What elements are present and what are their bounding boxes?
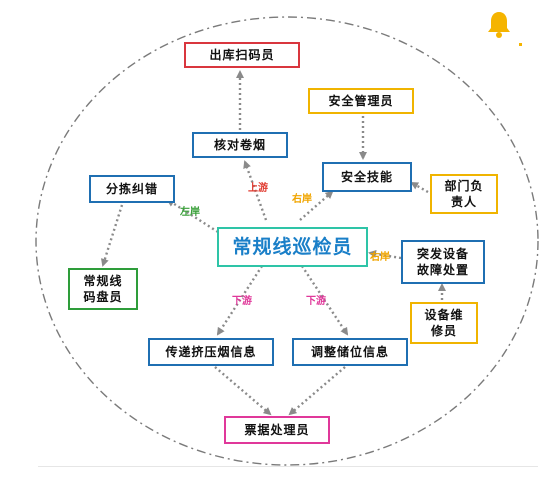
- edge-label-right-bank-top: 右岸: [292, 194, 312, 205]
- bottom-divider: [38, 466, 538, 467]
- arrow-transmit-to-ticket: [214, 366, 272, 416]
- bell-dot: [519, 43, 522, 46]
- edge-label-downstream-right: 下游: [306, 296, 326, 307]
- edge-label-downstream-left: 下游: [232, 296, 252, 307]
- node-ticket-processor: 票据处理员: [224, 416, 330, 444]
- node-equipment-repair: 设备维修员: [410, 302, 478, 344]
- node-outbound-scanner: 出库扫码员: [184, 42, 300, 68]
- node-dept-head: 部门负责人: [430, 174, 498, 214]
- edge-label-right-bank-side: 右岸: [370, 252, 390, 263]
- edge-label-upstream: 上游: [248, 183, 268, 194]
- arrow-adjust-to-ticket: [288, 366, 346, 416]
- bell-icon[interactable]: [487, 10, 511, 40]
- node-emergency-fault: 突发设备故障处置: [401, 240, 485, 284]
- arrow-center-to-adjust: [300, 265, 349, 336]
- node-safety-manager: 安全管理员: [308, 88, 414, 114]
- node-verify-rolls: 核对卷烟: [192, 132, 288, 158]
- node-safety-skills: 安全技能: [322, 162, 412, 192]
- arrow-fault-to-center: [368, 250, 402, 260]
- node-adjust-storage: 调整储位信息: [292, 338, 408, 366]
- arrow-sorting-to-counter: [100, 204, 124, 267]
- arrow-head-to-skills: [410, 181, 429, 194]
- node-transmit-jam: 传递挤压烟信息: [148, 338, 274, 366]
- edge-label-left-bank: 左岸: [180, 207, 200, 218]
- arrow-center-to-verify: [243, 160, 268, 221]
- node-code-counter: 常规线码盘员: [68, 268, 138, 310]
- node-sorting-correction: 分拣纠错: [89, 175, 175, 203]
- boundary-circle: [35, 16, 539, 466]
- arrow-center-to-transmit: [216, 265, 264, 336]
- node-center-inspector: 常规线巡检员: [217, 227, 368, 267]
- arrow-center-to-skills: [299, 190, 334, 221]
